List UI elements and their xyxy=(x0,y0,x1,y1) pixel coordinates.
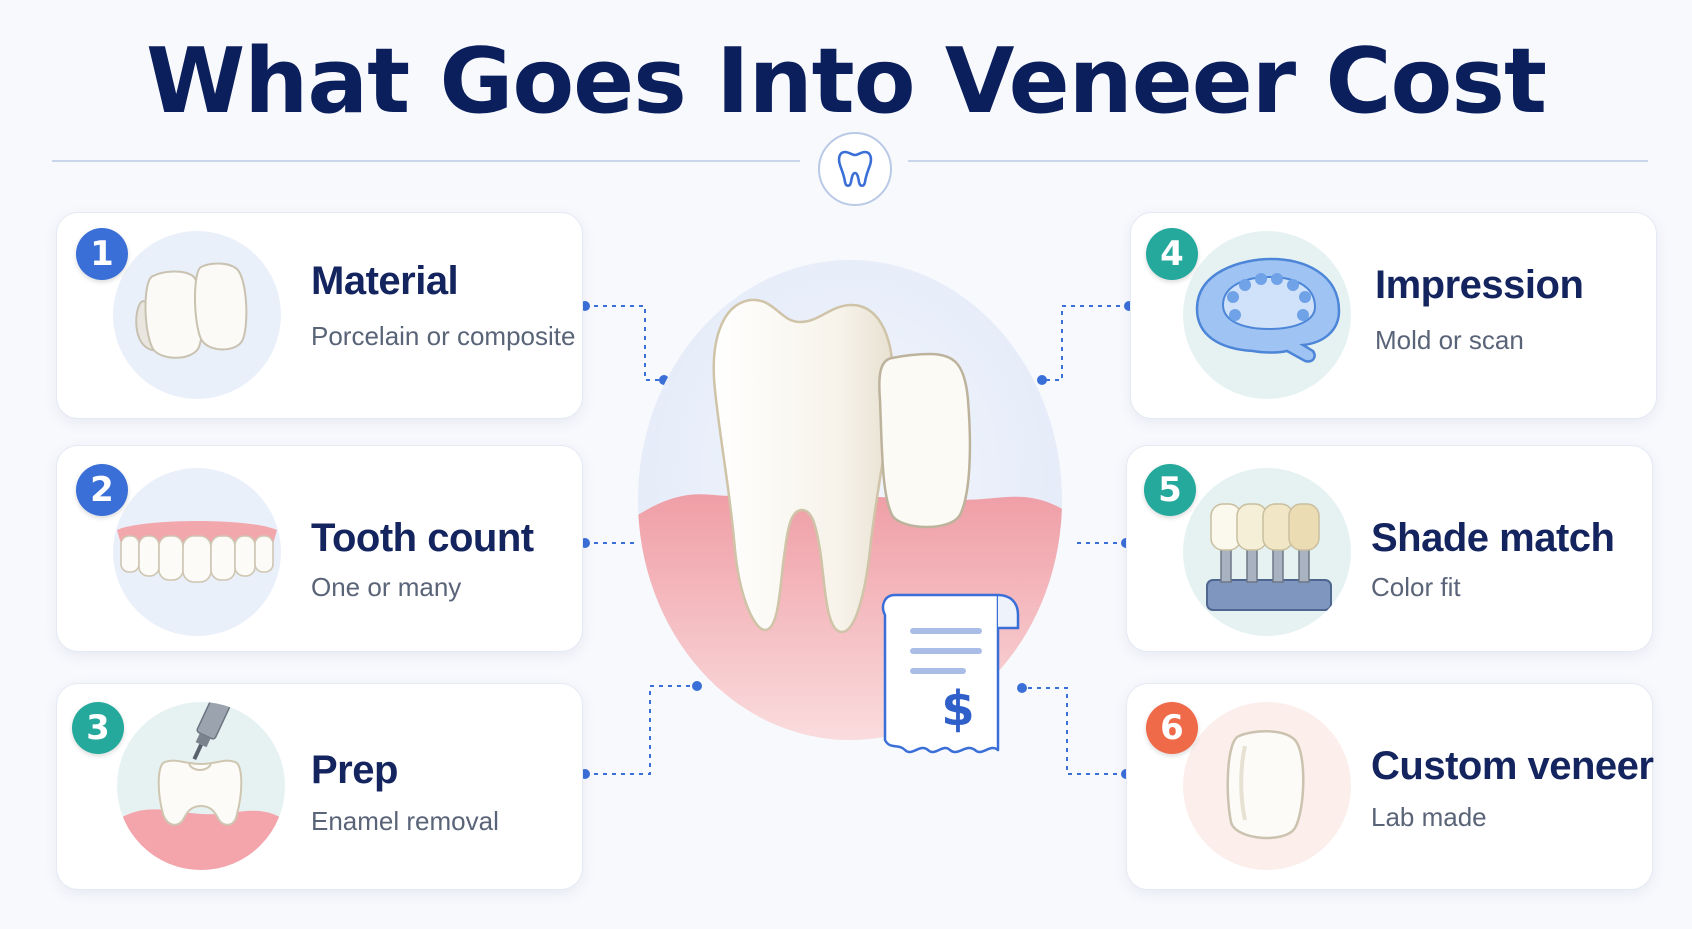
page-title: What Goes Into Veneer Cost xyxy=(146,29,1547,134)
number-badge-1: 1 xyxy=(76,228,128,280)
dollar-sign: $ xyxy=(941,681,974,737)
tooth-badge xyxy=(818,132,892,206)
number-badge-6: 6 xyxy=(1146,702,1198,754)
number-badge-4: 4 xyxy=(1146,228,1198,280)
card-prep: Prep Enamel removal xyxy=(56,683,583,890)
shade-guide-icon xyxy=(1183,468,1351,636)
item-sub-custom-veneer: Lab made xyxy=(1371,802,1487,832)
card-shade-match: Shade match Color fit xyxy=(1126,445,1653,652)
dental-drill-icon xyxy=(117,702,285,870)
card-custom-veneer: Custom veneer Lab made xyxy=(1126,683,1654,890)
title-divider-right xyxy=(908,160,1648,162)
title-divider-left xyxy=(52,160,800,162)
veneer-shell-icon xyxy=(1183,702,1351,870)
item-sub-prep: Enamel removal xyxy=(311,806,499,836)
teeth-row-icon xyxy=(113,468,281,636)
item-label-shade-match: Shade match xyxy=(1371,516,1615,560)
center-illustration: $ xyxy=(630,250,1080,760)
item-label-tooth-count: Tooth count xyxy=(311,516,534,560)
card-material: Material Porcelain or composite xyxy=(56,212,583,419)
tooth-icon xyxy=(837,150,873,188)
number-badge-2: 2 xyxy=(76,464,128,516)
item-label-custom-veneer: Custom veneer xyxy=(1371,744,1654,788)
number-badge-3: 3 xyxy=(72,702,124,754)
item-sub-impression: Mold or scan xyxy=(1375,325,1524,355)
item-sub-material: Porcelain or composite xyxy=(311,321,576,351)
item-sub-shade-match: Color fit xyxy=(1371,572,1461,602)
item-label-impression: Impression xyxy=(1375,263,1584,307)
card-tooth-count: Tooth count One or many xyxy=(56,445,583,652)
item-label-material: Material xyxy=(311,259,459,303)
veneer-shells-icon xyxy=(113,231,281,399)
item-sub-tooth-count: One or many xyxy=(311,572,462,602)
molar-tooth xyxy=(712,298,894,634)
card-impression: Impression Mold or scan xyxy=(1130,212,1657,419)
number-badge-5: 5 xyxy=(1144,464,1196,516)
impression-tray-icon xyxy=(1183,231,1351,399)
item-label-prep: Prep xyxy=(311,748,398,792)
veneer-shell xyxy=(878,352,972,529)
receipt-icon: $ xyxy=(881,593,1020,754)
